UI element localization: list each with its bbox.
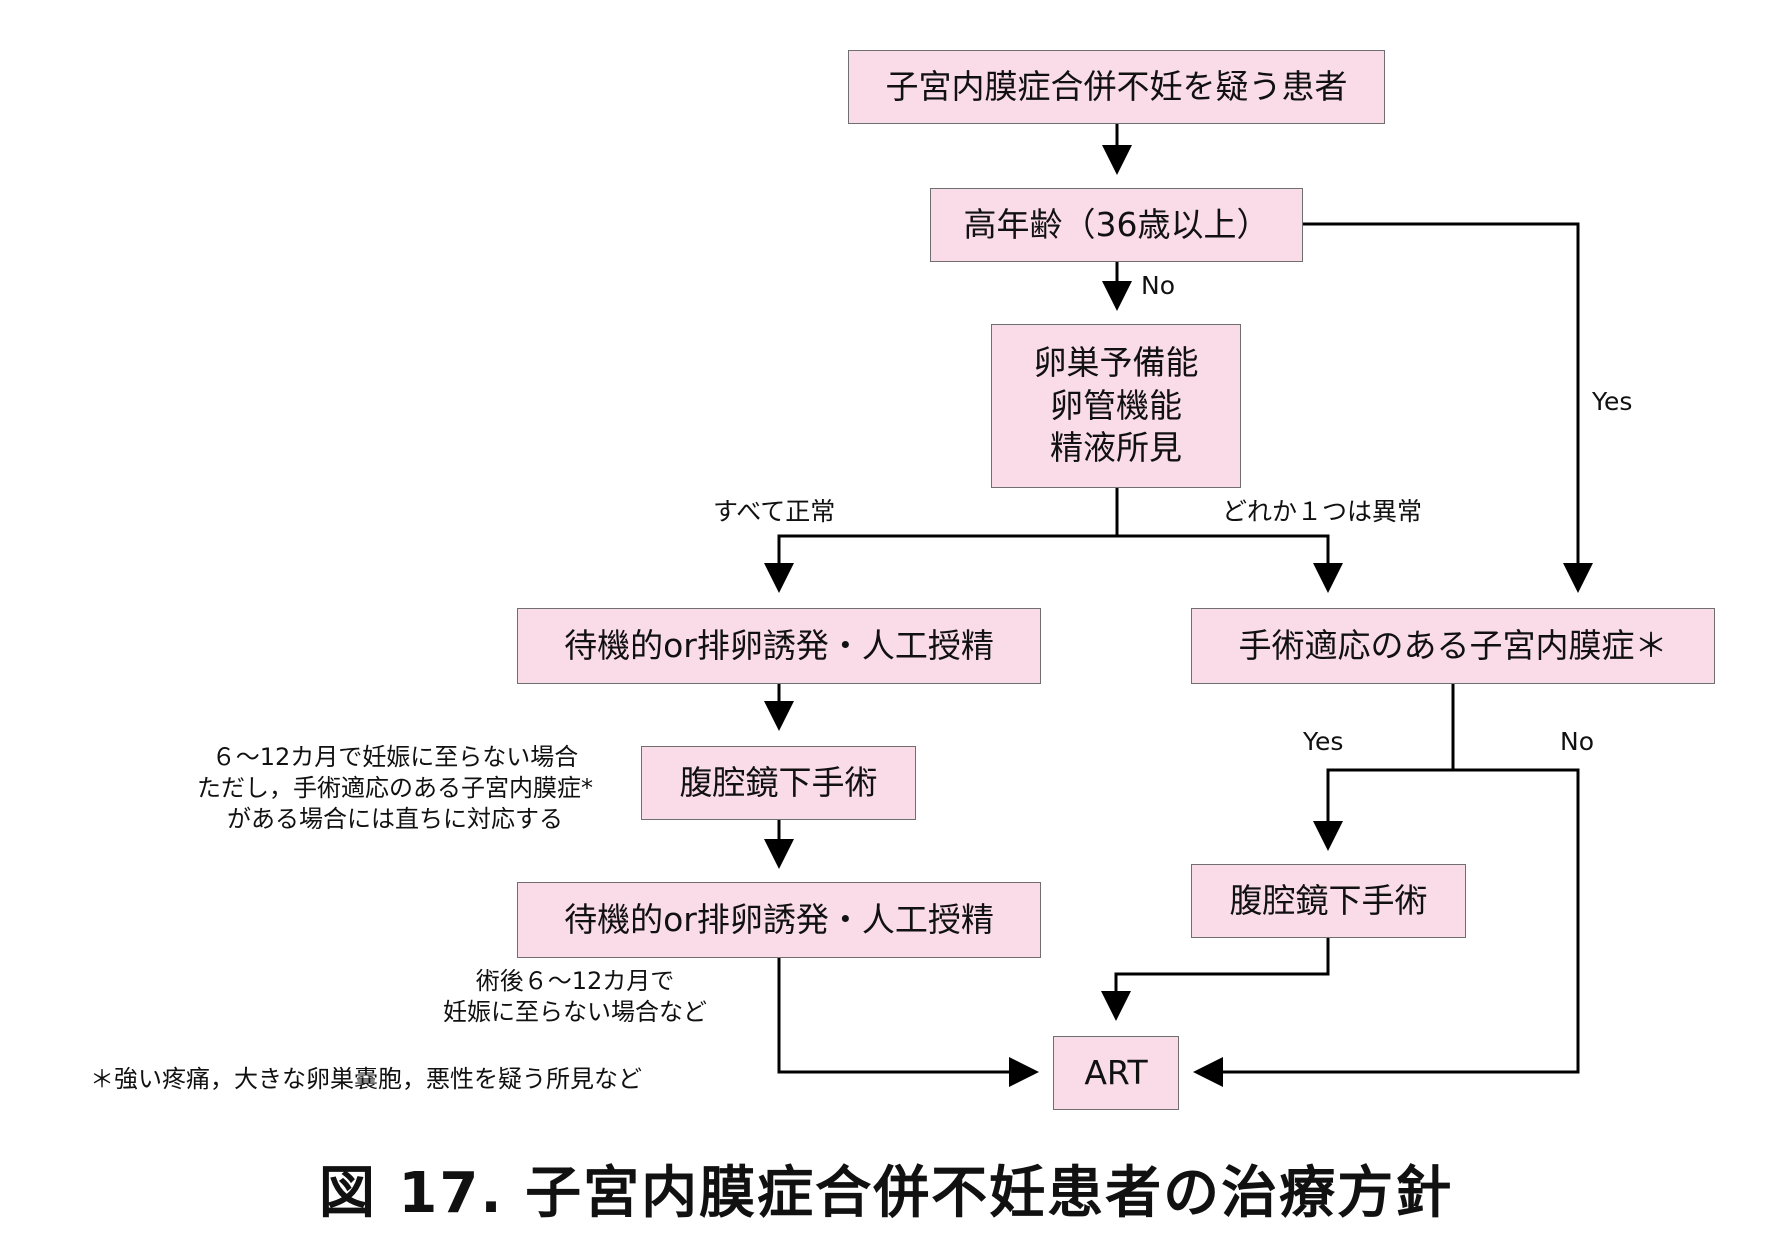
node-age: 高年齢（36歳以上）	[930, 188, 1303, 262]
node-lap-right: 腹腔鏡下手術	[1191, 864, 1466, 938]
check-tubal-function: 卵管機能	[1050, 385, 1182, 425]
check-semen-findings: 精液所見	[1050, 428, 1182, 468]
label-surgery-no: No	[1560, 727, 1594, 756]
note-lap-condition: ６～12カ月で妊娠に至らない場合 ただし，手術適応のある子宮内膜症* がある場合…	[170, 742, 620, 836]
note-postop-line-2: 妊娠に至らない場合など	[443, 998, 707, 1027]
figure-caption: 図 17. 子宮内膜症合併不妊患者の治療方針	[318, 1161, 1454, 1226]
node-check: 卵巣予備能 卵管機能 精液所見	[991, 324, 1241, 488]
label-all-normal: すべて正常	[713, 497, 836, 526]
label-age-no: No	[1141, 271, 1175, 300]
node-lap-left: 腹腔鏡下手術	[641, 746, 916, 820]
footnote: ＊強い疼痛，大きな卵巣嚢胞，悪性を疑う所見など	[90, 1065, 642, 1093]
note-lap-line-1: ６～12カ月で妊娠に至らない場合	[211, 743, 579, 771]
note-postop-line-1: 術後６～12カ月で	[475, 967, 675, 995]
node-surgery-indicated: 手術適応のある子宮内膜症＊	[1191, 608, 1715, 684]
note-lap-line-3: がある場合には直ちに対応する	[227, 805, 563, 834]
edge-check-split	[764, 488, 1119, 593]
edge-check-abnormal	[1117, 534, 1343, 593]
node-start: 子宮内膜症合併不妊を疑う患者	[848, 50, 1385, 124]
note-post-op: 術後６～12カ月で 妊娠に至らない場合など	[420, 966, 730, 1028]
node-art: ART	[1053, 1036, 1179, 1110]
check-ovarian-reserve: 卵巣予備能	[1033, 342, 1199, 382]
label-surgery-yes: Yes	[1303, 727, 1344, 756]
edge-surgery-split	[1313, 684, 1455, 851]
edge-age-yes	[1303, 222, 1593, 593]
edge-wait2-to-art	[777, 958, 1039, 1087]
node-wait2: 待機的or排卵誘発・人工授精	[517, 882, 1041, 958]
edge-surgery-no	[1193, 768, 1580, 1087]
edge-lapright-to-art	[1101, 938, 1330, 1021]
label-age-yes: Yes	[1592, 387, 1633, 416]
note-lap-line-2: ただし，手術適応のある子宮内膜症*	[197, 774, 593, 803]
node-wait1: 待機的or排卵誘発・人工授精	[517, 608, 1041, 684]
label-any-abnormal: どれか１つは異常	[1222, 497, 1423, 526]
